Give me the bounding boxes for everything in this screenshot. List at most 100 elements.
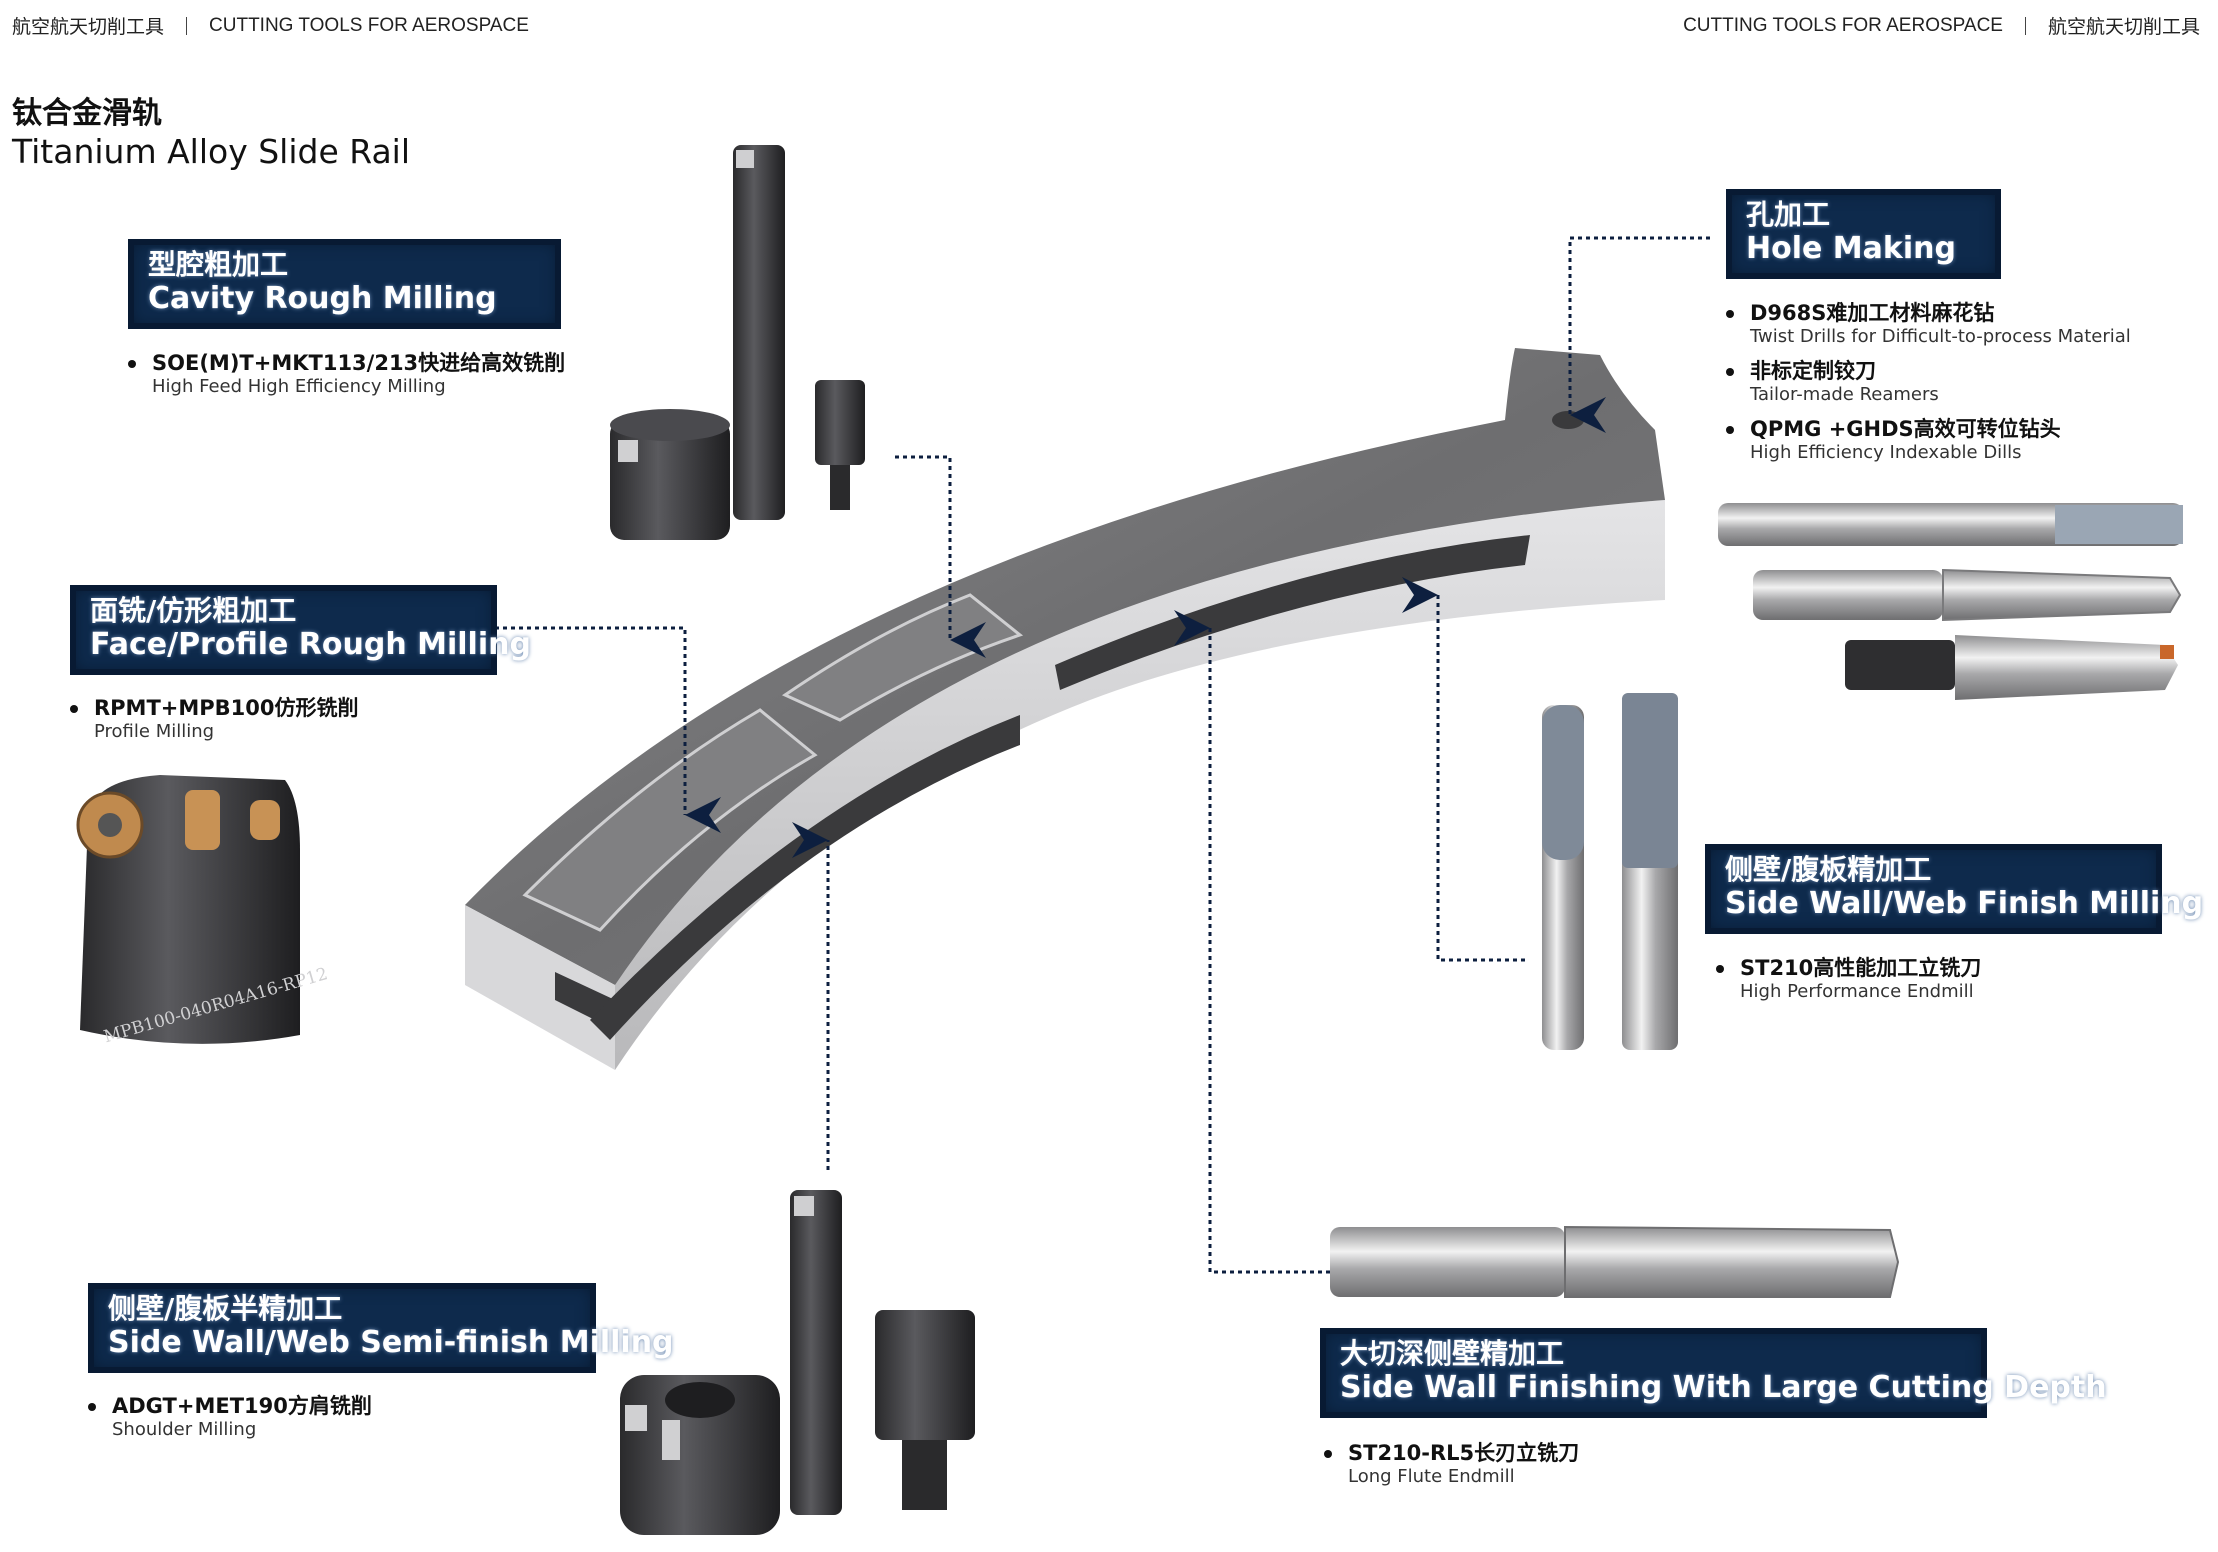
profile-cutter-insert-2 [185, 790, 220, 850]
cavity-tools [610, 145, 865, 540]
profile-cutter-screw [98, 813, 122, 837]
item-zh: D968S难加工材料麻花钻 [1750, 301, 1995, 325]
semi-face-mill-insert [625, 1405, 647, 1431]
item-en: Profile Milling [94, 721, 215, 742]
long-flute-endmill [1330, 1225, 1900, 1298]
item-en: Tailor-made Reamers [1750, 384, 1939, 405]
rail-pocket-1 [522, 708, 818, 932]
section-semi-en: Side Wall/Web Semi-finish Milling [108, 1325, 674, 1360]
section-deep-list: ST210-RL5长刃立铣刀 Long Flute Endmill [1324, 1440, 1579, 1498]
profile-cutter: MPB100-040R04A16-RP12 [76, 775, 330, 1047]
semi-tool-face-mill [620, 1375, 780, 1535]
list-item: ADGT+MET190方肩铣削 Shoulder Milling [88, 1393, 372, 1441]
list-item: RPMT+MPB100仿形铣削 Profile Milling [70, 695, 359, 743]
cavity-tool-thread [830, 465, 850, 510]
header-separator [186, 16, 188, 35]
item-en: Shoulder Milling [112, 1419, 257, 1440]
section-face-en: Face/Profile Rough Milling [90, 627, 531, 662]
reamer-flute [2055, 505, 2183, 544]
section-semi-list: ADGT+MET190方肩铣削 Shoulder Milling [88, 1393, 372, 1451]
section-cavity-en: Cavity Rough Milling [148, 281, 497, 316]
header-left-zh: 航空航天切削工具 [12, 17, 165, 38]
section-label-cavity: 型腔粗加工 Cavity Rough Milling [128, 239, 561, 329]
semi-tool-insert [794, 1196, 814, 1216]
list-item: QPMG +GHDS高效可转位钻头 High Efficiency Indexa… [1726, 416, 2131, 464]
header-separator [2024, 16, 2026, 35]
list-item: D968S难加工材料麻花钻 Twist Drills for Difficult… [1726, 300, 2131, 348]
semi-face-mill-insert-2 [662, 1420, 680, 1460]
connector-cavity [895, 455, 986, 658]
section-hole-en: Hole Making [1746, 231, 1956, 266]
section-face-list: RPMT+MPB100仿形铣削 Profile Milling [70, 695, 359, 753]
endmill-square-flutes [1622, 693, 1678, 868]
item-zh: SOE(M)T+MKT113/213快进给高效铣削 [152, 351, 566, 375]
item-zh: ST210-RL5长刃立铣刀 [1348, 1441, 1580, 1465]
list-item: ST210高性能加工立铣刀 High Performance Endmill [1716, 955, 1981, 1003]
section-label-deep: 大切深侧壁精加工 Side Wall Finishing With Large … [1320, 1328, 2107, 1418]
semi-tool-short-body [875, 1310, 975, 1440]
header-right-zh: 航空航天切削工具 [2047, 17, 2200, 38]
header-right: CUTTING TOOLS FOR AEROSPACE 航空航天切削工具 [1683, 12, 2200, 39]
rail-side-slot-left [590, 715, 1020, 1040]
connector-hole [1568, 236, 1710, 433]
header-right-en: CUTTING TOOLS FOR AEROSPACE [1683, 14, 2003, 36]
cavity-tool-face-mill [610, 420, 730, 540]
cavity-face-mill-insert [618, 440, 638, 462]
connector-finish [1402, 577, 1525, 962]
item-en: High Feed High Efficiency Milling [152, 376, 446, 397]
item-zh: ST210高性能加工立铣刀 [1740, 956, 1982, 980]
long-endmill-shank [1330, 1227, 1565, 1297]
list-item: SOE(M)T+MKT113/213快进给高效铣削 High Feed High… [128, 350, 565, 398]
section-hole-list: D968S难加工材料麻花钻 Twist Drills for Difficult… [1726, 300, 2131, 474]
list-item: 非标定制铰刀 Tailor-made Reamers [1726, 358, 2131, 406]
section-label-hole: 孔加工 Hole Making [1726, 189, 2001, 279]
rail-end-face [465, 905, 615, 1070]
indexable-drill-body [1955, 635, 2178, 700]
item-en: Twist Drills for Difficult-to-process Ma… [1750, 326, 2131, 347]
cavity-tool-shank [733, 145, 785, 520]
item-zh: ADGT+MET190方肩铣削 [112, 1394, 372, 1418]
twist-drill-flutes [1942, 568, 2182, 622]
section-label-finish: 侧壁/腹板精加工 Side Wall/Web Finish Milling [1705, 844, 2204, 934]
indexable-drill-shank [1845, 640, 1955, 690]
connectors [495, 236, 1710, 1274]
rail-hole [1552, 411, 1584, 429]
semi-finish-tools [620, 1190, 975, 1535]
cavity-face-mill-top [610, 409, 730, 441]
header-left: 航空航天切削工具 CUTTING TOOLS FOR AEROSPACE [12, 12, 529, 39]
hole-making-tools [1718, 503, 2183, 700]
item-zh: QPMG +GHDS高效可转位钻头 [1750, 417, 2061, 441]
connector-face [495, 626, 721, 833]
rail-side-slot-right [1055, 535, 1530, 690]
indexable-drill-insert [2160, 645, 2174, 659]
section-label-semi: 侧壁/腹板半精加工 Side Wall/Web Semi-finish Mill… [88, 1283, 674, 1373]
section-finish-list: ST210高性能加工立铣刀 High Performance Endmill [1716, 955, 1981, 1013]
cavity-tool-insert [736, 150, 754, 168]
section-face-zh: 面铣/仿形粗加工 [90, 594, 297, 627]
list-item: ST210-RL5长刃立铣刀 Long Flute Endmill [1324, 1440, 1579, 1488]
page-title-zh: 钛合金滑轨 [12, 96, 162, 131]
page-title-en: Titanium Alloy Slide Rail [12, 132, 411, 171]
section-cavity-zh: 型腔粗加工 [148, 248, 289, 281]
item-en: Long Flute Endmill [1348, 1466, 1515, 1487]
section-finish-en: Side Wall/Web Finish Milling [1725, 886, 2204, 921]
header-left-en: CUTTING TOOLS FOR AEROSPACE [209, 14, 529, 36]
long-endmill-flutes [1564, 1225, 1900, 1298]
item-en: High Efficiency Indexable Dills [1750, 442, 2022, 463]
profile-cutter-insert-3 [250, 800, 280, 840]
connector-deep [1174, 610, 1330, 1274]
section-cavity-list: SOE(M)T+MKT113/213快进给高效铣削 High Feed High… [128, 350, 565, 408]
section-deep-zh: 大切深侧壁精加工 [1340, 1337, 1565, 1370]
endmill-ball-flutes [1542, 705, 1584, 860]
semi-face-mill-hole [665, 1382, 735, 1418]
item-en: High Performance Endmill [1740, 981, 1974, 1002]
item-zh: RPMT+MPB100仿形铣削 [94, 696, 359, 720]
page-title: 钛合金滑轨 Titanium Alloy Slide Rail [12, 96, 410, 172]
finish-endmills [1542, 693, 1678, 1050]
section-semi-zh: 侧壁/腹板半精加工 [108, 1292, 343, 1325]
item-zh: 非标定制铰刀 [1750, 359, 1876, 383]
section-hole-zh: 孔加工 [1746, 198, 1831, 231]
section-finish-zh: 侧壁/腹板精加工 [1725, 853, 1932, 886]
twist-drill-shank [1753, 570, 1943, 620]
